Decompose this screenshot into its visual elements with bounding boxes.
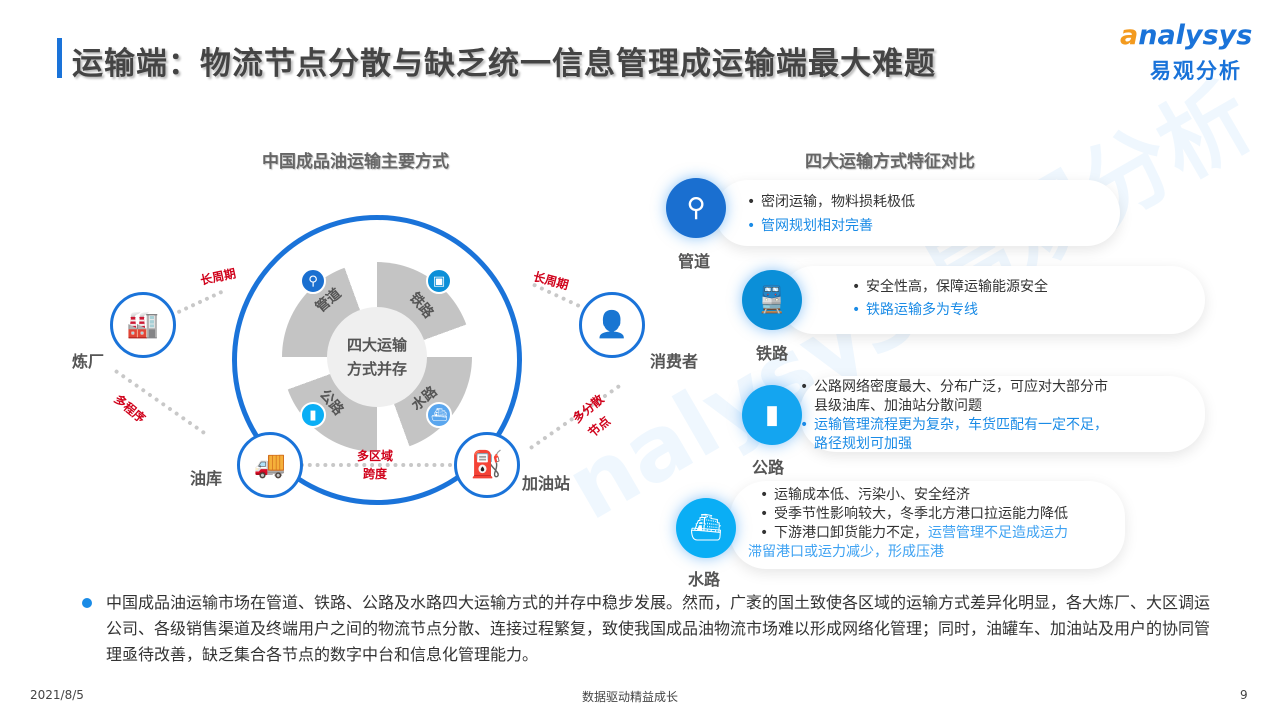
water-label: 水路 <box>688 570 721 589</box>
depot-label: 油库 <box>190 469 223 488</box>
pipeline-label: 管道 <box>678 252 711 271</box>
road-icon: ▮ <box>742 385 802 445</box>
footer-date: 2021/8/5 <box>30 688 84 702</box>
consumer-label: 消费者 <box>650 352 699 371</box>
path-dots <box>176 289 224 315</box>
hub <box>327 307 427 407</box>
annotation-long-cycle: 长周期 <box>531 269 571 293</box>
title-accent-bar <box>57 38 62 78</box>
left-section-title: 中国成品油运输主要方式 <box>262 152 449 172</box>
train-icon: 🚆 <box>742 270 802 330</box>
factory-icon: 🏭 <box>126 310 160 340</box>
truck-icon: 🚚 <box>253 450 287 480</box>
train-icon: ▣ <box>426 268 452 294</box>
user-add-icon: 👤 <box>595 310 629 340</box>
footer-slogan: 数据驱动精益成长 <box>582 690 679 704</box>
path-dots <box>300 463 460 467</box>
road-icon: ▮ <box>300 402 326 428</box>
station-label: 加油站 <box>522 474 571 493</box>
hub-text: 四大运输方式并存 <box>346 336 407 378</box>
annotation-multi-region: 多区域 <box>357 449 394 463</box>
right-section-title: 四大运输方式特征对比 <box>805 152 975 172</box>
card-road: •公路网络密度最大、分布广泛，可应对大部分市县级油库、加油站分散问题 •运输管理… <box>800 376 1205 452</box>
card-rail: •安全性高，保障运输能源安全 •铁路运输多为专线 <box>780 266 1205 334</box>
depot-node: 🚚 <box>237 432 303 498</box>
logo-cn: 易观分析 <box>1150 59 1242 83</box>
annotation-multi-process: 多程序 <box>111 391 148 426</box>
logo: analysys <box>1120 20 1253 51</box>
page-title: 运输端：物流节点分散与缺乏统一信息管理成运输端最大难题 <box>72 46 936 82</box>
summary-text: 中国成品油运输市场在管道、铁路、公路及水路四大运输方式的并存中稳步发展。然而，广… <box>80 590 1210 668</box>
fuel-pump-icon: ⛽ <box>470 450 504 480</box>
card-water: •运输成本低、污染小、安全经济 •受季节性影响较大，冬季北方港口拉运能力降低 •… <box>730 481 1125 569</box>
refinery-node: 🏭 <box>110 292 176 358</box>
annotation-long-cycle: 长周期 <box>199 266 238 288</box>
pipeline-icon: ⚲ <box>666 178 726 238</box>
consumer-node: 👤 <box>579 292 645 358</box>
ship-icon: ⛴ <box>676 498 736 558</box>
road-label: 公路 <box>752 458 785 477</box>
rail-label: 铁路 <box>756 344 789 363</box>
card-pipeline: •密闭运输，物料损耗极低 •管网规划相对完善 <box>715 180 1120 246</box>
page-number: 9 <box>1240 688 1248 702</box>
outer-circle <box>232 215 522 505</box>
annotation-span: 跨度 <box>363 467 388 481</box>
station-node: ⛽ <box>454 432 520 498</box>
refinery-label: 炼厂 <box>72 352 105 371</box>
pipeline-icon: ⚲ <box>300 268 326 294</box>
ship-icon: ⛴ <box>426 402 452 428</box>
